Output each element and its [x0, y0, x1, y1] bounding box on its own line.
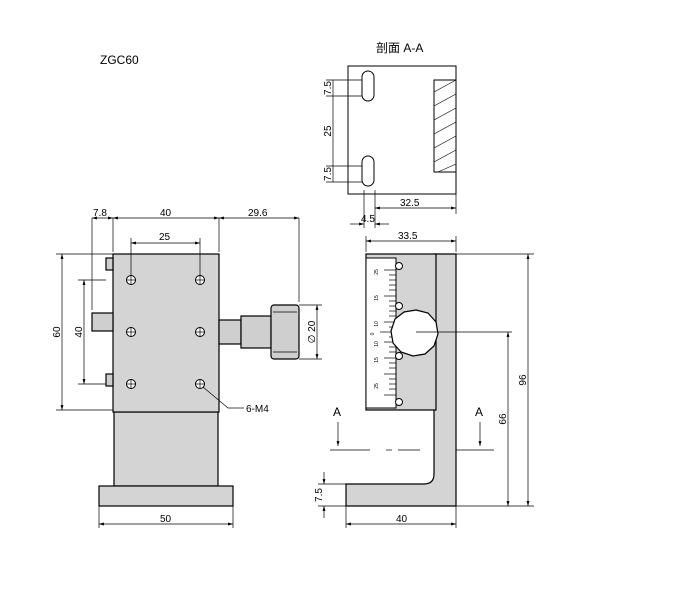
lower-slot — [361, 155, 375, 187]
section-hatch-area — [433, 79, 457, 173]
knob-head — [270, 304, 300, 360]
section-marker-right: A — [475, 405, 483, 419]
svg-text:25: 25 — [374, 383, 380, 389]
dim-hole-spacing-y: 40 — [74, 326, 85, 338]
dim-depth: 32.5 — [400, 198, 420, 209]
knob-collar — [240, 315, 272, 349]
dim-body-height: 60 — [52, 326, 63, 338]
dim-axis-height: 66 — [498, 413, 509, 425]
section-marker-left: A — [333, 405, 341, 419]
dim-slot-bottom: 7.5 — [323, 167, 334, 181]
dim-side-base-width: 40 — [396, 514, 408, 525]
dim-top-width: 33.5 — [398, 231, 418, 242]
svg-text:0: 0 — [370, 332, 376, 335]
front-riser — [113, 411, 219, 487]
side-view: 25 15 10 0 10 15 25 A A 33.5 — [314, 231, 534, 528]
side-screw-mid-bottom — [395, 352, 403, 360]
mounting-holes — [126, 275, 205, 389]
dim-knob-reach: 29.6 — [248, 208, 268, 219]
section-view: 7.5 25 7.5 32.5 4.5 — [323, 65, 457, 228]
scale-labels: 25 15 10 0 10 15 25 — [370, 269, 380, 389]
side-screw-top — [395, 262, 403, 270]
front-side-block — [91, 312, 114, 332]
model-title: ZGC60 — [100, 53, 139, 67]
dim-base-width: 50 — [160, 514, 172, 525]
dim-hole-spacing-x: 25 — [159, 232, 171, 243]
dim-body-width: 40 — [160, 208, 172, 219]
knob-shaft — [218, 319, 242, 345]
svg-text:15: 15 — [374, 295, 380, 301]
dim-left-offset: 7.8 — [93, 208, 107, 219]
side-screw-bottom — [395, 398, 403, 406]
svg-text:25: 25 — [374, 269, 380, 275]
side-screw-mid-top — [395, 302, 403, 310]
section-view-title: 剖面 A-A — [376, 41, 423, 55]
dim-knob-diameter: ∅ 20 — [307, 320, 318, 343]
dim-total-height: 96 — [518, 374, 529, 386]
dim-base-thickness: 7.5 — [314, 488, 325, 502]
front-base — [98, 485, 234, 507]
section-hatch-lines — [433, 79, 457, 173]
svg-text:10: 10 — [374, 341, 380, 347]
front-post-bottom — [105, 373, 114, 387]
svg-text:10: 10 — [374, 321, 380, 327]
front-post-top — [105, 257, 114, 271]
dim-slot-spacing: 25 — [323, 125, 334, 137]
dim-slot-width: 4.5 — [361, 214, 375, 225]
dim-slot-top: 7.5 — [323, 81, 334, 95]
upper-slot — [361, 70, 375, 102]
knob-end-view — [390, 309, 439, 357]
front-view: 6-M4 7.8 40 29.6 25 60 40 ∅ 20 5 — [52, 208, 322, 528]
svg-text:15: 15 — [374, 357, 380, 363]
hole-callout: 6-M4 — [246, 404, 269, 415]
